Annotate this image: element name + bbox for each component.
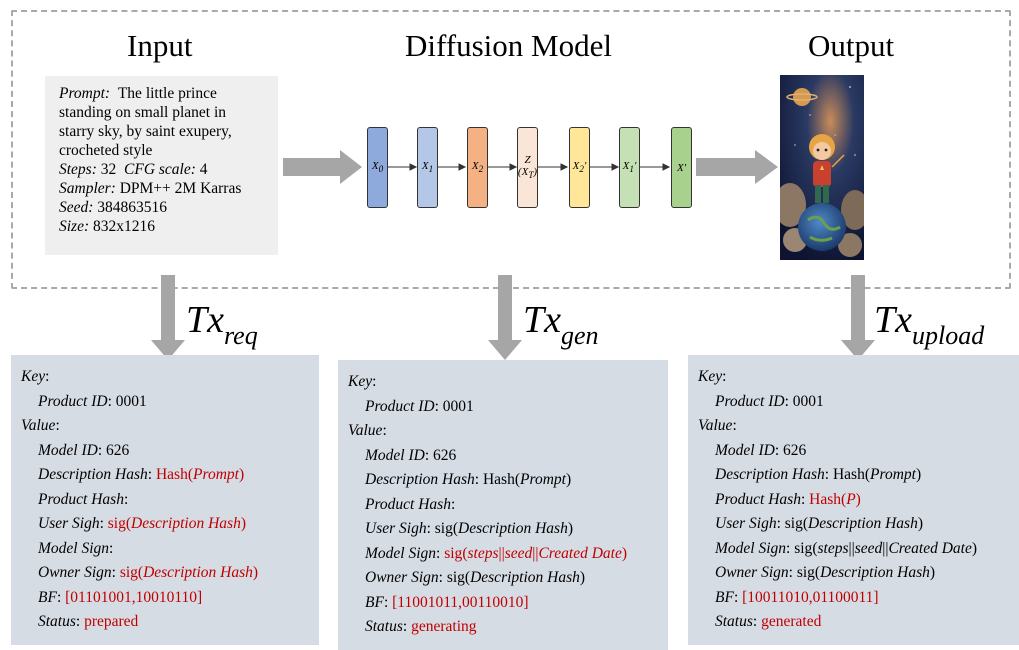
arrow-model-to-output bbox=[696, 150, 778, 184]
input-heading: Input bbox=[127, 28, 193, 63]
block-x-prime: X' bbox=[671, 127, 692, 208]
diffusion-model-heading: Diffusion Model bbox=[405, 28, 612, 63]
block-z-xt: Z(XT) bbox=[517, 127, 538, 208]
prompt-text: Prompt: The little prince standing on sm… bbox=[59, 85, 232, 159]
steps-row: Steps: 32 CFG scale: 4 bbox=[59, 161, 208, 178]
tx-upload-label: Txupload bbox=[874, 299, 985, 350]
seed-row: Seed: 384863516 bbox=[59, 199, 168, 216]
output-heading: Output bbox=[808, 28, 895, 63]
arrow-input-to-model bbox=[283, 150, 362, 184]
generated-output-image bbox=[780, 75, 864, 260]
block-x0: X0 bbox=[367, 127, 388, 208]
tx-req-panel: Key: Product ID: 0001 Value: Model ID: 6… bbox=[11, 355, 319, 645]
arrow-down-gen bbox=[488, 275, 522, 360]
block-x1-prime: X1' bbox=[619, 127, 640, 208]
sampler-row: Sampler: DPM++ 2M Karras bbox=[59, 180, 242, 197]
block-x1: X1 bbox=[417, 127, 438, 208]
tx-upload-panel: Key: Product ID: 0001 Value: Model ID: 6… bbox=[688, 355, 1019, 645]
block-x2-prime: X2' bbox=[569, 127, 590, 208]
block-x2: X2 bbox=[467, 127, 488, 208]
tx-gen-panel: Key: Product ID: 0001 Value: Model ID: 6… bbox=[338, 360, 668, 650]
block-connector-arrows bbox=[388, 163, 671, 171]
tx-gen-label: Txgen bbox=[523, 299, 599, 350]
size-row: Size: 832x1216 bbox=[59, 218, 156, 235]
prompt-parameters-box: Prompt: The little prince standing on sm… bbox=[45, 76, 278, 255]
arrow-down-upload bbox=[841, 275, 875, 360]
arrow-down-req bbox=[151, 275, 185, 360]
tx-req-label: Txreq bbox=[186, 299, 258, 350]
